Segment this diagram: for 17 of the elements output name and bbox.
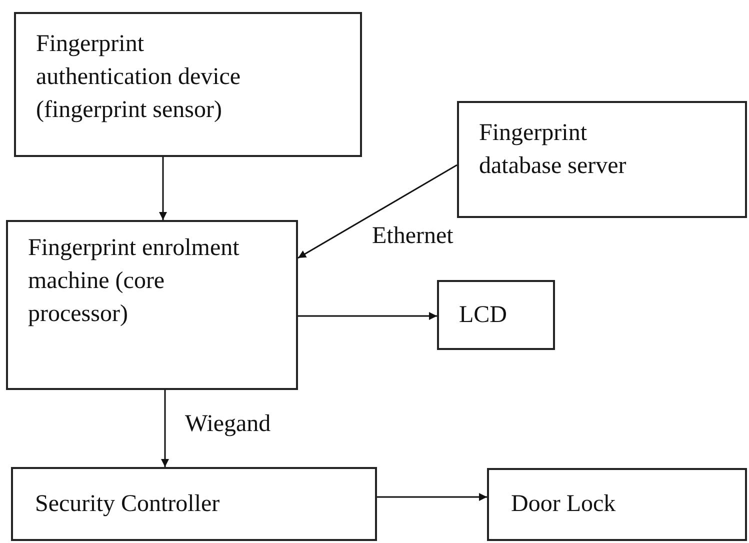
process-box (457, 101, 747, 218)
process-box (437, 280, 555, 350)
arrow (159, 157, 167, 220)
arrow (161, 390, 169, 467)
box-label: LCD (459, 300, 507, 330)
box-label: Fingerprint authentication device (fingerprint sensor) (36, 30, 242, 125)
process-box (487, 468, 747, 541)
arrow (298, 164, 458, 259)
arrow (377, 493, 487, 501)
box-label: Fingerprint database server (479, 119, 628, 181)
arrow (298, 312, 437, 320)
box-label: Security Controller (35, 490, 220, 518)
process-box (6, 220, 298, 390)
process-box (11, 467, 377, 541)
box-label: Door Lock (511, 490, 616, 519)
process-box (14, 12, 362, 157)
box-label: Fingerprint enrolment machine (core processor) (28, 234, 240, 329)
